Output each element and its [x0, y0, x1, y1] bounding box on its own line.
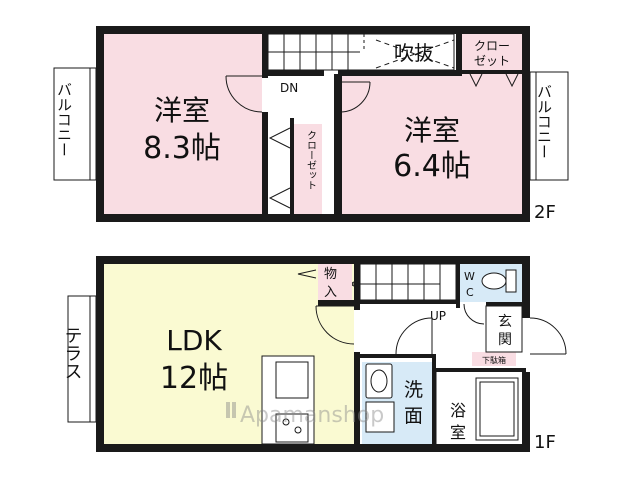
- entrance-label-line1: 玄: [498, 313, 512, 330]
- ldk-name: LDK: [166, 324, 222, 357]
- storage-label-line1: 物: [324, 267, 337, 282]
- kitchen-counter: [261, 355, 315, 445]
- closet-side-label: クローゼット: [305, 130, 317, 190]
- closet-top-label-line1: クロー: [474, 39, 510, 53]
- stair-down-label: DN: [280, 81, 298, 95]
- door-swings-1f: [315, 303, 567, 355]
- atrium-label: 吹抜: [394, 41, 434, 65]
- balcony-left-label: バルコニー: [55, 82, 73, 157]
- western-room-a-fill: [102, 30, 262, 216]
- floor-2f: 吹抜 DN クロー ゼット クローゼット 洋室 8.3帖 洋室 6.4帖: [53, 26, 569, 223]
- washer-space: [365, 401, 395, 433]
- washroom-label-line2: 面: [404, 405, 423, 427]
- stair-up-label: UP: [430, 309, 446, 323]
- closet-top-fill: [462, 33, 522, 71]
- wc-label-line1: W: [464, 270, 475, 283]
- bathroom-label-line1: 浴: [450, 401, 466, 420]
- balcony-right-label: バルコニー: [535, 84, 553, 159]
- entrance-area: [485, 305, 523, 353]
- walls-2f: [96, 26, 530, 222]
- floor-1f: UP 物 入 W C 玄 関 下駄箱: [62, 256, 567, 453]
- level-label-1f: 1F: [534, 432, 556, 453]
- walls-1f: [96, 256, 530, 452]
- shoe-box-label: 下駄箱: [482, 355, 506, 365]
- closet-side-fill: [292, 124, 322, 214]
- western-room-b-fill: [340, 74, 526, 216]
- storage-fill: [318, 264, 352, 300]
- terrace-label: テラス: [62, 326, 83, 380]
- wc-label-line2: C: [466, 286, 474, 299]
- staircase-1f: [348, 263, 457, 301]
- balcony-left: [53, 67, 97, 181]
- washroom-label-line1: 洗: [404, 379, 423, 401]
- sink-icon: [365, 363, 393, 399]
- western-room-b-name: 洋室: [404, 114, 460, 147]
- closet-top-label-line2: ゼット: [474, 54, 510, 68]
- western-room-b-size: 6.4帖: [393, 149, 471, 184]
- closet-door-marks: [268, 73, 519, 209]
- terrace: [67, 295, 97, 423]
- level-label-2f: 2F: [534, 202, 556, 223]
- balcony-right: [529, 71, 569, 181]
- ldk-size: 12帖: [160, 361, 228, 396]
- western-room-a-name: 洋室: [154, 94, 210, 127]
- storage-label-line2: 入: [324, 285, 337, 300]
- bathroom-label-line2: 室: [450, 423, 466, 442]
- bathtub-inner: [479, 381, 515, 437]
- shoe-box-fill: [472, 352, 516, 366]
- storage-door-mark: [297, 269, 317, 279]
- watermark-logo-icon: [226, 402, 236, 418]
- bathtub-icon: [475, 377, 519, 441]
- watermark: Apamanshop: [226, 402, 384, 428]
- entrance-label-line2: 関: [498, 332, 512, 348]
- western-room-a-size: 8.3帖: [143, 131, 221, 166]
- door-swings-2f: [225, 75, 371, 113]
- toilet-icon: [481, 269, 517, 293]
- watermark-text: Apamanshop: [240, 403, 384, 428]
- staircase-2f: [267, 33, 455, 71]
